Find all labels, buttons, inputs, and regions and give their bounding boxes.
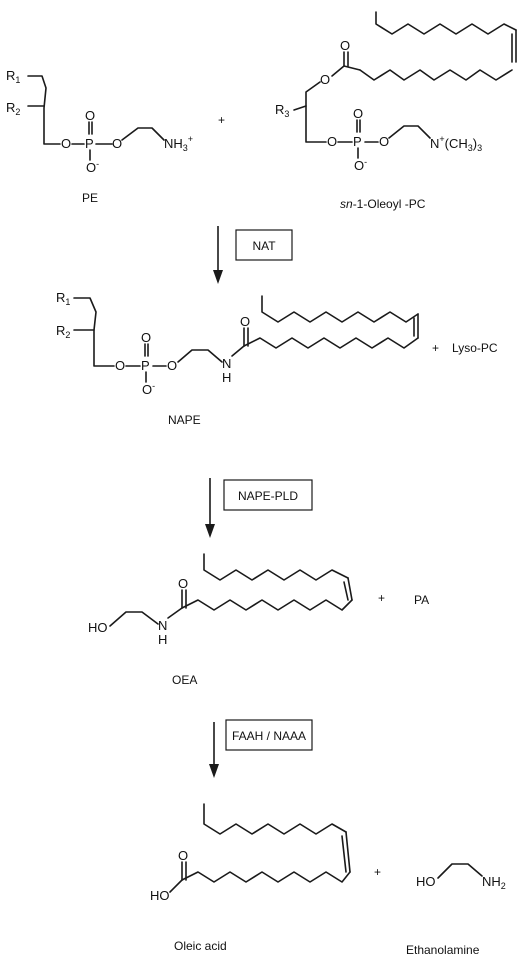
amide-h-nape: H [222, 370, 231, 385]
phosphorus-nape: P [141, 358, 150, 373]
ammonium: NH3+ [164, 134, 193, 153]
phosphate-o-minus-nape: O- [142, 381, 155, 397]
oleic-acid-name: Oleic acid [174, 939, 227, 953]
r3-label: R3 [275, 102, 289, 119]
phosphate-o-minus: O- [86, 159, 99, 175]
phosphorus-pc: P [353, 134, 362, 149]
oleoyl-pc-structure: R3 O O O P O O- O N+(CH3)3 [275, 11, 517, 173]
ether-o-nape: O [167, 358, 177, 373]
enzyme-box-nat: NAT [235, 229, 293, 261]
ester-o-pc: O [320, 72, 330, 87]
hydroxyl-ethanolamine: HO [416, 874, 436, 889]
amide-n-oea: N [158, 618, 167, 633]
row3-plus: + [378, 591, 385, 605]
phosphorus: P [85, 136, 94, 151]
nape-name: NAPE [168, 413, 201, 427]
enzyme-nape-pld-label: NAPE-PLD [238, 489, 298, 503]
enzyme-nat-label: NAT [252, 239, 276, 253]
hydroxyl-oea: HO [88, 620, 108, 635]
amide-o-nape: O [240, 314, 250, 329]
ester-o2-pc: O [327, 134, 337, 149]
ether-o-pc: O [379, 134, 389, 149]
lyso-pc-label: Lyso-PC [452, 341, 498, 355]
r1-label-nape: R1 [56, 290, 70, 307]
oleic-acid-structure: HO O [150, 803, 351, 903]
pa-label: PA [414, 593, 429, 607]
enzyme-box-faah-naaa: FAAH / NAAA [225, 719, 313, 751]
reaction-arrow-2 [205, 478, 215, 538]
reaction-arrow-3 [209, 722, 219, 778]
row4-plus: + [374, 865, 381, 879]
enzyme-box-nape-pld: NAPE-PLD [223, 479, 313, 511]
amide-h-oea: H [158, 632, 167, 647]
phosphate-o-minus-pc: O- [354, 157, 367, 173]
ester-o: O [61, 136, 71, 151]
ethanolamine-name: Ethanolamine [406, 943, 480, 957]
amine-ethanolamine: NH2 [482, 874, 506, 891]
phosphoryl-o-nape: O [141, 330, 151, 345]
oea-name: OEA [172, 673, 197, 687]
pe-structure: R1 R2 O P O O- O NH3+ [6, 68, 193, 175]
r2-label: R2 [6, 100, 20, 117]
amide-n-nape: N [222, 356, 231, 371]
carbonyl-o-oleic: O [178, 848, 188, 863]
r1-label: R1 [6, 68, 20, 85]
trimethylammonium: N+(CH3)3 [430, 134, 482, 153]
pe-name: PE [82, 191, 98, 205]
reaction-arrow-1 [213, 226, 223, 284]
carbonyl-o-pc: O [340, 38, 350, 53]
amide-o-oea: O [178, 576, 188, 591]
phosphoryl-o: O [85, 108, 95, 123]
oea-structure: HO N H O [88, 553, 353, 647]
ethanolamine-structure: HO NH2 [416, 863, 506, 891]
oleoyl-pc-name: sn-1-Oleoyl -PC [340, 197, 426, 211]
r2-label-nape: R2 [56, 323, 70, 340]
hydroxyl-oleic: HO [150, 888, 170, 903]
row1-plus: + [218, 113, 225, 127]
enzyme-faah-naaa-label: FAAH / NAAA [232, 729, 306, 743]
row2-plus: + [432, 341, 439, 355]
ether-o: O [112, 136, 122, 151]
nape-structure: R1 R2 O P O O- O N H O [56, 290, 419, 397]
ester-o-nape: O [115, 358, 125, 373]
phosphoryl-o-pc: O [353, 106, 363, 121]
